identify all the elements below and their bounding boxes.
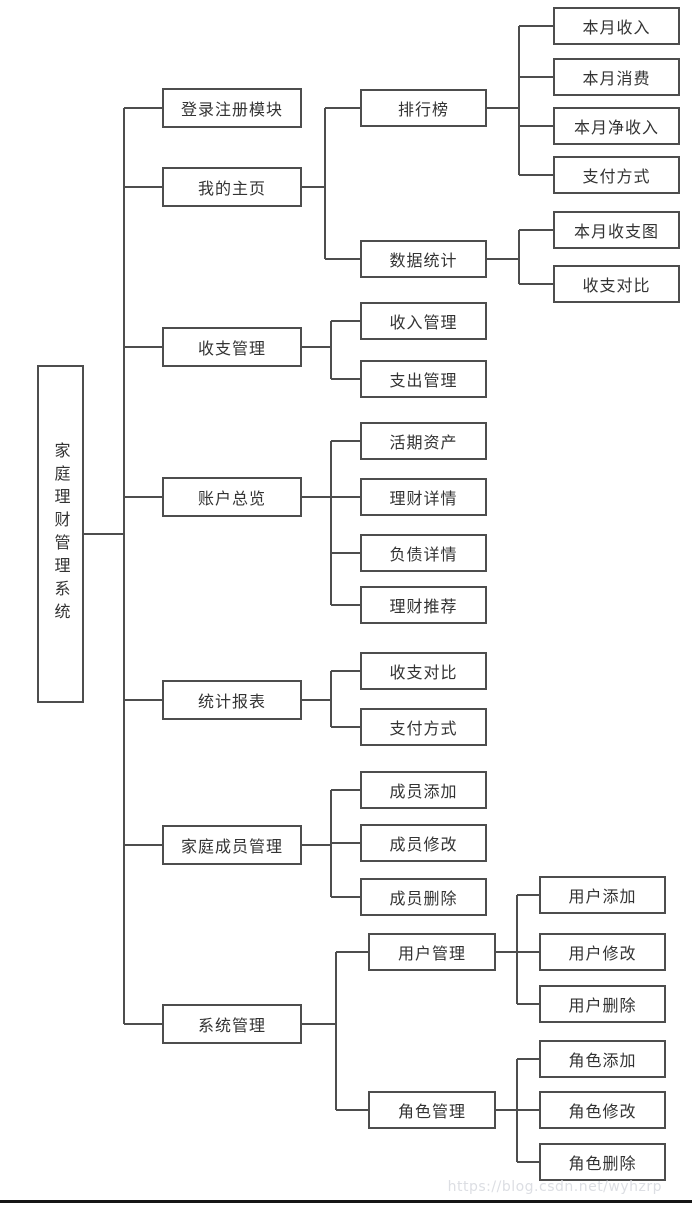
- node-my-homepage: 我的主页: [162, 167, 302, 207]
- connector-user-management-children: [496, 894, 539, 1005]
- node-user-management: 用户管理: [368, 933, 496, 971]
- node-month-income: 本月收入: [553, 7, 680, 45]
- node-member-delete: 成员删除: [360, 878, 487, 916]
- node-month-balance-chart: 本月收支图: [553, 211, 680, 249]
- connector-statistics-report-children: [302, 670, 360, 728]
- connector-family-member-children: [302, 789, 360, 898]
- node-role-edit: 角色修改: [539, 1091, 666, 1129]
- node-ranking: 排行榜: [360, 89, 487, 127]
- connector-ranking-children: [487, 25, 553, 176]
- connector-role-management-children: [496, 1058, 539, 1163]
- node-root-system: 家庭理财管理系统: [37, 365, 84, 703]
- connector-account-overview-children: [302, 440, 360, 606]
- node-data-statistics: 数据统计: [360, 240, 487, 278]
- node-finance-detail: 理财详情: [360, 478, 487, 516]
- node-role-management: 角色管理: [368, 1091, 496, 1129]
- node-user-edit: 用户修改: [539, 933, 666, 971]
- node-finance-recommend: 理财推荐: [360, 586, 487, 624]
- csdn-watermark: https://blog.csdn.net/wyhzrp: [447, 1179, 662, 1195]
- node-role-add: 角色添加: [539, 1040, 666, 1078]
- connector-data-statistics-children: [487, 229, 553, 285]
- node-member-add: 成员添加: [360, 771, 487, 809]
- node-account-overview: 账户总览: [162, 477, 302, 517]
- node-debt-detail: 负债详情: [360, 534, 487, 572]
- node-root-system-label: 家庭理财管理系统: [51, 442, 71, 626]
- node-income-management: 收入管理: [360, 302, 487, 340]
- node-month-expense: 本月消费: [553, 58, 680, 96]
- node-balance-compare: 收支对比: [553, 265, 680, 303]
- node-report-payment-method: 支付方式: [360, 708, 487, 746]
- node-family-member-management: 家庭成员管理: [162, 825, 302, 865]
- node-user-add: 用户添加: [539, 876, 666, 914]
- node-role-delete: 角色删除: [539, 1143, 666, 1181]
- bottom-divider: [0, 1200, 692, 1203]
- node-current-assets: 活期资产: [360, 422, 487, 460]
- connector-level1-branches: [124, 107, 162, 1025]
- connector-balance-management-children: [302, 320, 360, 380]
- node-member-edit: 成员修改: [360, 824, 487, 862]
- connector-system-management-children: [302, 951, 368, 1111]
- node-expense-management: 支出管理: [360, 360, 487, 398]
- node-payment-method: 支付方式: [553, 156, 680, 194]
- node-system-management: 系统管理: [162, 1004, 302, 1044]
- node-month-net-income: 本月净收入: [553, 107, 680, 145]
- node-user-delete: 用户删除: [539, 985, 666, 1023]
- connector-my-homepage-children: [302, 107, 360, 260]
- node-login-register: 登录注册模块: [162, 88, 302, 128]
- node-statistics-report: 统计报表: [162, 680, 302, 720]
- node-report-balance-compare: 收支对比: [360, 652, 487, 690]
- node-balance-management: 收支管理: [162, 327, 302, 367]
